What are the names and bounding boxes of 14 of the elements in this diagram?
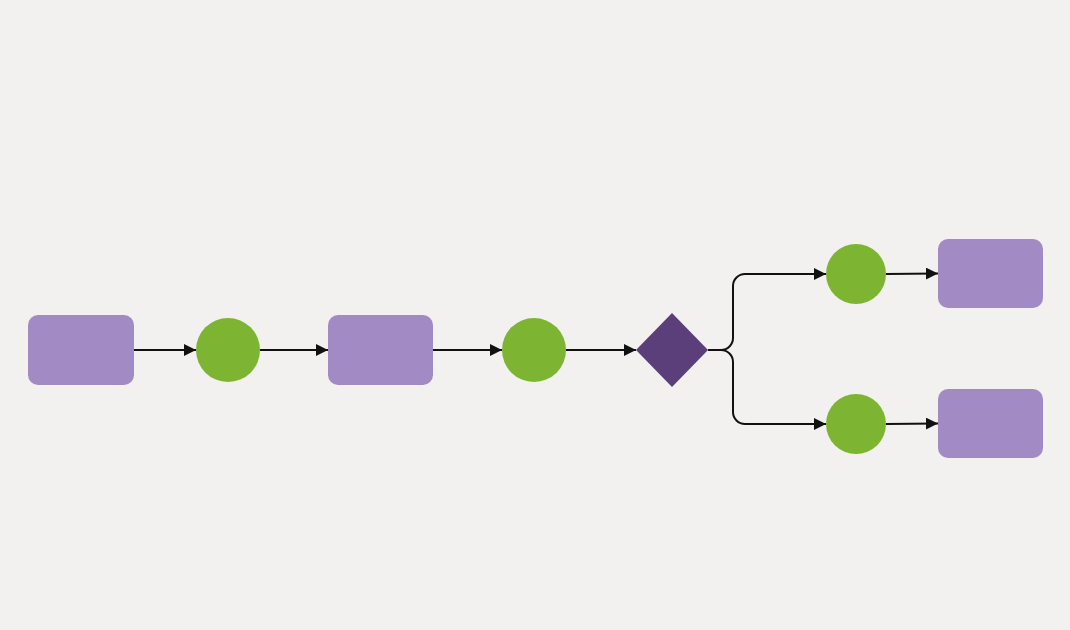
arrow <box>133 344 197 356</box>
process-box <box>328 315 433 385</box>
arrow <box>885 417 939 430</box>
step-circle <box>826 394 886 454</box>
arrow <box>259 344 329 356</box>
arrow <box>885 267 939 280</box>
decision-diamond <box>636 313 708 387</box>
arrow <box>565 344 637 356</box>
process-box <box>28 315 134 385</box>
process-box <box>938 239 1043 308</box>
process-box <box>938 389 1043 458</box>
arrow <box>707 349 827 430</box>
arrow <box>432 344 503 356</box>
step-circle <box>826 244 886 304</box>
